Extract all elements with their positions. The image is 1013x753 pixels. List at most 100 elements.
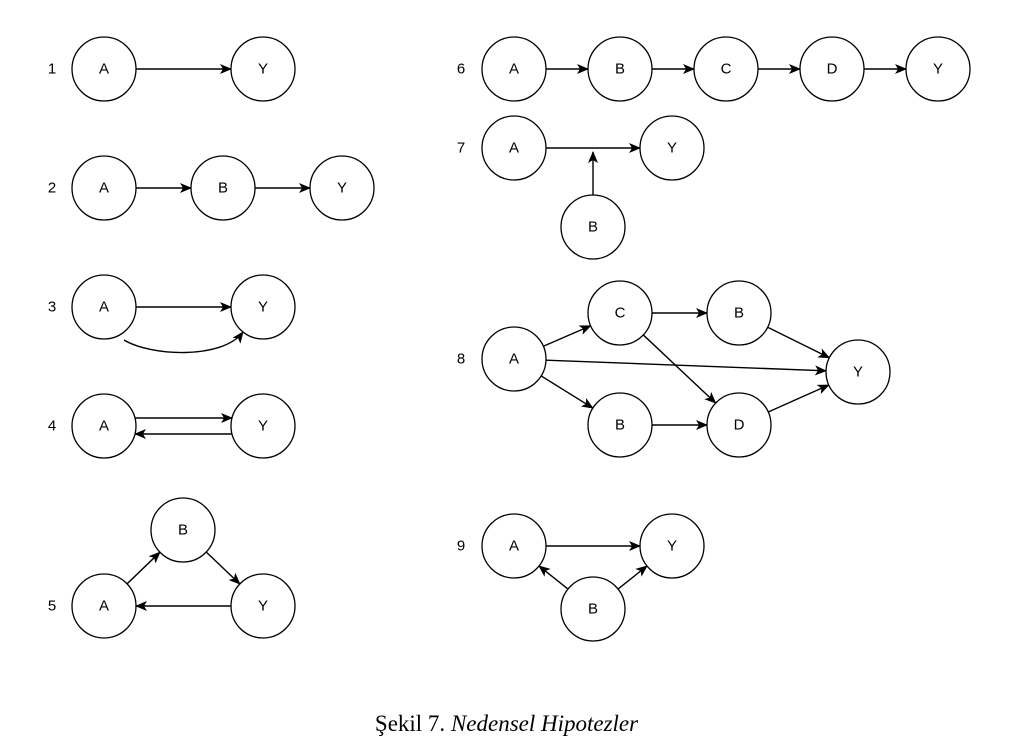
node-circle [560, 576, 626, 642]
node-circle [71, 155, 137, 221]
node-8-c: C [587, 280, 653, 346]
edge-8-a-to-c [543, 325, 592, 347]
node-2-a: A [71, 155, 137, 221]
node-circle [587, 36, 653, 102]
node-label: Y [258, 299, 268, 316]
node-circle [481, 36, 547, 102]
node-circle [230, 36, 296, 102]
node-label: Y [258, 418, 268, 435]
node-5-b: B [150, 497, 216, 563]
node-label: B [588, 219, 598, 236]
node-circle [230, 274, 296, 340]
node-circle [587, 392, 653, 458]
figure-caption: Şekil 7. Nedensel Hipotezler [0, 711, 1013, 737]
node-9-y: Y [639, 513, 705, 579]
diagram-number-3: 3 [48, 299, 56, 316]
node-circle [639, 115, 705, 181]
diagram-number-5: 5 [48, 598, 56, 615]
node-circle [71, 36, 137, 102]
node-label: Y [337, 180, 347, 197]
node-circle [71, 393, 137, 459]
node-label: B [218, 180, 228, 197]
node-circle [639, 513, 705, 579]
node-8-d: D [706, 392, 772, 458]
node-6-d: D [799, 36, 865, 102]
node-circle [71, 573, 137, 639]
node-2-b: B [190, 155, 256, 221]
node-4-a: A [71, 393, 137, 459]
node-circle [71, 274, 137, 340]
diagram-number-9: 9 [457, 538, 465, 555]
diagram-number-7: 7 [457, 140, 465, 157]
node-7-a: A [481, 115, 547, 181]
node-5-y: Y [230, 573, 296, 639]
node-circle [825, 339, 891, 405]
node-label: D [734, 417, 745, 434]
node-circle [190, 155, 256, 221]
node-label: Y [853, 364, 863, 381]
node-circle [481, 513, 547, 579]
node-label: B [588, 601, 598, 618]
diagram-number-6: 6 [457, 61, 465, 78]
node-circle [560, 194, 626, 260]
node-label: A [99, 598, 109, 615]
node-circle [693, 36, 759, 102]
node-2-y: Y [309, 155, 375, 221]
edge-5-a-to-b [126, 551, 161, 585]
node-label: A [99, 61, 109, 78]
node-circle [706, 280, 772, 346]
node-label: Y [667, 538, 677, 555]
node-circle [799, 36, 865, 102]
node-label: C [721, 61, 732, 78]
node-6-y: Y [905, 36, 971, 102]
node-label: B [178, 522, 188, 539]
node-label: C [615, 305, 626, 322]
edge-8-c-to-d [642, 334, 717, 404]
diagram-number-1: 1 [48, 61, 56, 78]
node-label: B [615, 417, 625, 434]
node-label: Y [933, 61, 943, 78]
caption-title: Nedensel Hipotezler [450, 711, 639, 736]
node-circle [706, 392, 772, 458]
node-8-y: Y [825, 339, 891, 405]
node-9-b: B [560, 576, 626, 642]
node-label: A [509, 61, 519, 78]
caption-prefix: Şekil 7. [374, 711, 446, 736]
node-3-y: Y [230, 274, 296, 340]
node-1-a: A [71, 36, 137, 102]
node-7-b: B [560, 194, 626, 260]
node-label: A [99, 418, 109, 435]
diagram-number-8: 8 [457, 351, 465, 368]
node-8-b1: B [706, 280, 772, 346]
node-circle [230, 393, 296, 459]
node-circle [309, 155, 375, 221]
node-6-a: A [481, 36, 547, 102]
node-label: A [99, 299, 109, 316]
edge-8-a-to-y [545, 359, 828, 376]
node-label: B [734, 305, 744, 322]
node-circle [587, 280, 653, 346]
node-label: B [615, 61, 625, 78]
node-3-a: A [71, 274, 137, 340]
node-4-y: Y [230, 393, 296, 459]
node-9-a: A [481, 513, 547, 579]
node-circle [230, 573, 296, 639]
edge-8-a-to-b2 [540, 375, 594, 409]
edge-9-b-to-a [538, 565, 569, 590]
node-label: Y [258, 598, 268, 615]
edge-8-b1-to-y [767, 326, 831, 359]
node-circle [481, 326, 547, 392]
node-label: D [827, 61, 838, 78]
diagram-number-4: 4 [48, 418, 56, 435]
node-circle [481, 115, 547, 181]
node-circle [150, 497, 216, 563]
node-5-a: A [71, 573, 137, 639]
node-label: A [509, 538, 519, 555]
diagram-number-2: 2 [48, 180, 56, 197]
node-circle [905, 36, 971, 102]
edge-3-a-to-y-curved [123, 331, 244, 354]
node-6-c: C [693, 36, 759, 102]
edge-9-b-to-y [617, 565, 648, 590]
node-8-b2: B [587, 392, 653, 458]
